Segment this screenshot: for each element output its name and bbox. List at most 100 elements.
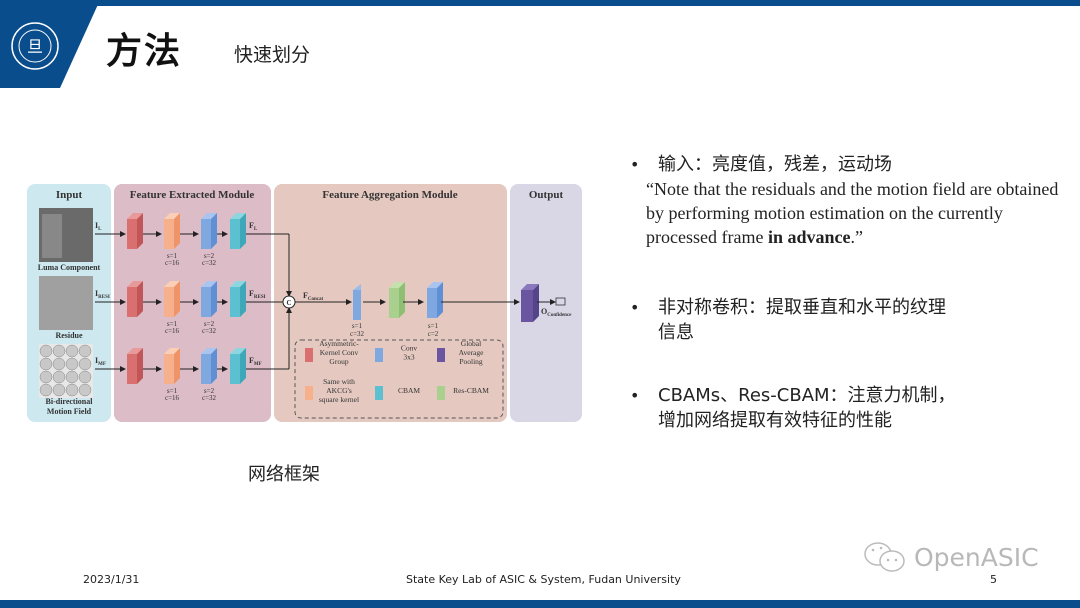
input-signal-label: IMF [95, 356, 106, 367]
bullet-line: 增加网络提取有效特征的性能 [658, 410, 892, 431]
wechat-icon [864, 542, 905, 572]
res-cbam-block [389, 282, 405, 318]
conv3x3-block [201, 213, 217, 249]
output-panel [510, 184, 582, 422]
feature-row: IRESI FRESI s=1c=16 s=2c=32 [95, 281, 289, 335]
square-kernel-block [164, 213, 180, 249]
input-label-residue: Residue [55, 331, 83, 340]
extract-param: c=16 [165, 394, 180, 402]
bottom-accent-bar [0, 600, 1080, 608]
extract-param: c=32 [202, 327, 217, 335]
panel-title-aggregation: Feature Aggregation Module [322, 189, 457, 201]
legend-label: Average [459, 348, 485, 357]
page-number: 5 [990, 573, 997, 586]
legend-label: Kernel Conv [320, 348, 359, 357]
extract-param: c=32 [202, 394, 217, 402]
legend-label: CBAM [398, 386, 420, 395]
footer-date: 2023/1/31 [83, 573, 140, 586]
extract-param: c=32 [202, 259, 217, 267]
bullet-line: 信息 [658, 322, 694, 343]
quote-bold: in advance [767, 227, 851, 247]
legend-label: Same with [323, 377, 355, 386]
extract-param: c=16 [165, 259, 180, 267]
fudan-university-seal-icon: 旦 [11, 22, 59, 70]
top-accent-bar [0, 0, 1080, 6]
watermark: OpenASIC [862, 540, 1039, 574]
footer-lab: State Key Lab of ASIC & System, Fudan Un… [406, 573, 681, 586]
square-kernel-block [164, 281, 180, 317]
panel-title-extract: Feature Extracted Module [130, 189, 255, 201]
extract-param: s=2 [204, 252, 215, 260]
watermark-text: OpenASIC [914, 542, 1039, 572]
legend-label: Pooling [459, 357, 483, 366]
concat-symbol: C [286, 299, 291, 307]
input-label-mf-2: Motion Field [47, 407, 92, 416]
agg-param-c-2: c=2 [428, 330, 439, 338]
legend-label: Group [329, 357, 348, 366]
extract-param: s=2 [204, 387, 215, 395]
legend-box [294, 339, 504, 419]
cbam-block [230, 281, 246, 317]
output-label: OConfidence [541, 307, 572, 318]
legend-swatch [305, 386, 313, 400]
legend-item: Res-CBAM [437, 386, 489, 400]
agg-param-s-2: s=1 [428, 322, 439, 330]
quote-text: “Note that the residuals and the motion … [646, 179, 1059, 247]
slide-subtitle: 快速划分 [234, 44, 311, 66]
legend-label: Res-CBAM [453, 386, 489, 395]
extract-param: s=1 [167, 252, 178, 260]
slide-title: 方法 [106, 31, 183, 72]
legend-label: AKCG's [326, 386, 352, 395]
akcg-block [127, 348, 143, 384]
panel-title-output: Output [529, 189, 564, 201]
extract-param: s=1 [167, 320, 178, 328]
conv3x3-block-2 [427, 282, 443, 318]
legend-swatch [375, 386, 383, 400]
legend-swatch [305, 348, 313, 362]
bullet-input: • 输入：亮度值，残差，运动场 [630, 152, 1060, 177]
legend-swatch [437, 348, 445, 362]
square-kernel-block [164, 348, 180, 384]
input-label-luma: Luma Component [38, 263, 101, 272]
legend-label: Global [461, 339, 481, 348]
conv3x3-block-1 [353, 284, 361, 320]
legend-swatch [375, 348, 383, 362]
extract-param: s=2 [204, 320, 215, 328]
input-label-mf-1: Bi-directional [46, 397, 94, 406]
svg-text:旦: 旦 [27, 37, 43, 56]
bullet-asymmetric-conv: • 非对称卷积：提取垂直和水平的纹理 信息 [630, 295, 1060, 345]
conv3x3-block [201, 281, 217, 317]
extract-param: c=16 [165, 327, 180, 335]
bullet-text: 输入：亮度值，残差，运动场 [658, 154, 892, 175]
feature-row: IL FL s=1c=16 s=2c=32 [95, 213, 289, 267]
feature-label: FRESI [249, 289, 266, 300]
conv3x3-block [201, 348, 217, 384]
panel-title-input: Input [56, 189, 83, 201]
akcg-block [127, 213, 143, 249]
concat-label: FConcat [303, 291, 324, 302]
input-signal-label: IL [95, 221, 102, 232]
feature-label: FL [249, 221, 258, 232]
network-framework-diagram: Input Feature Extracted Module Feature A… [27, 184, 583, 424]
input-signal-label: IRESI [95, 289, 110, 300]
residue-image [39, 276, 93, 330]
confidence-map-icon [555, 297, 566, 306]
extract-param: s=1 [167, 387, 178, 395]
quote-end: .” [850, 227, 863, 247]
bullet-dot: • [630, 155, 640, 174]
diagram-caption: 网络框架 [248, 464, 320, 485]
bullet-cbam: • CBAMs、Res-CBAM：注意力机制， 增加网络提取有效特征的性能 [630, 383, 1060, 433]
motion-field-image [39, 344, 93, 398]
legend-item: CBAM [375, 386, 420, 400]
bullet-line: 非对称卷积：提取垂直和水平的纹理 [658, 297, 946, 318]
bullet-list: • 输入：亮度值，残差，运动场 “Note that the residuals… [630, 152, 1060, 433]
agg-param-s-1: s=1 [352, 322, 363, 330]
cbam-block [230, 348, 246, 384]
legend-label: Asymmetric- [319, 339, 359, 348]
agg-param-c-1: c=32 [350, 330, 365, 338]
